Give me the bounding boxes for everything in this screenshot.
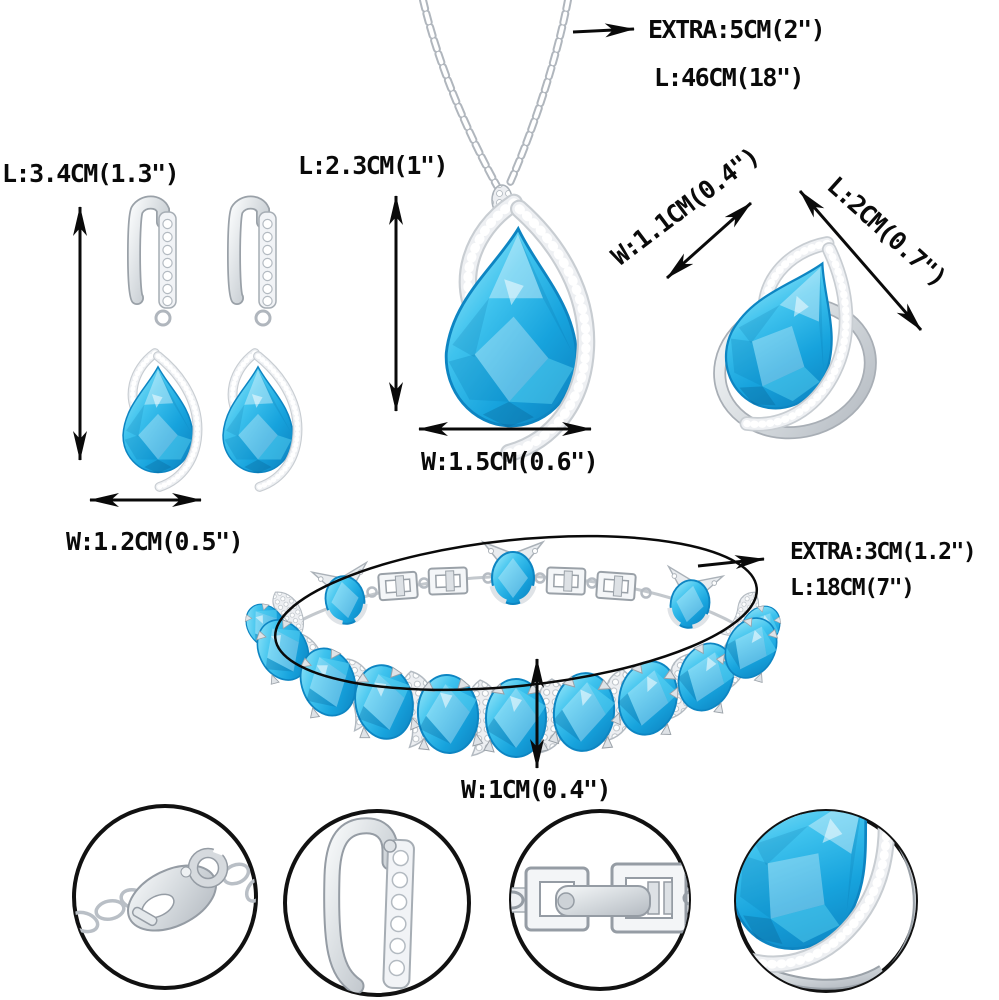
callout-bracelet-clasp [509,809,691,991]
ring-width-arrow [666,201,752,280]
callout-ring-gem [734,809,918,993]
pendant [441,200,593,457]
callout-lobster-clasp [72,804,258,990]
bracelet [236,542,790,758]
bracelet-length-label: L:18CM(7") [790,575,915,601]
pendant-length-label: L:2.3CM(1") [298,151,449,180]
earrings-width-label: W:1.2CM(0.5") [66,527,244,556]
earrings-length-label: L:3.4CM(1.3") [2,159,180,188]
necklace-extra-arrow [572,23,635,38]
necklace-extra-label: EXTRA:5CM(2") [648,15,826,44]
dimension-annotations [73,23,923,769]
pendant-width-label: W:1.5CM(0.6") [421,447,599,476]
necklace-length-label: L:46CM(18") [654,63,805,92]
earring-left [123,203,197,487]
bracelet-extender-ellipse [273,534,759,692]
earring-right [223,203,297,487]
bracelet-width-label: W:1CM(0.4") [461,775,612,804]
callout-earring-leverback [283,809,471,997]
bracelet-extra-arrow [697,555,765,570]
ring [698,223,884,449]
ring-length-arrow [798,190,923,331]
bracelet-extra-label: EXTRA:3CM(1.2") [790,539,977,565]
necklace-chain [419,0,572,216]
